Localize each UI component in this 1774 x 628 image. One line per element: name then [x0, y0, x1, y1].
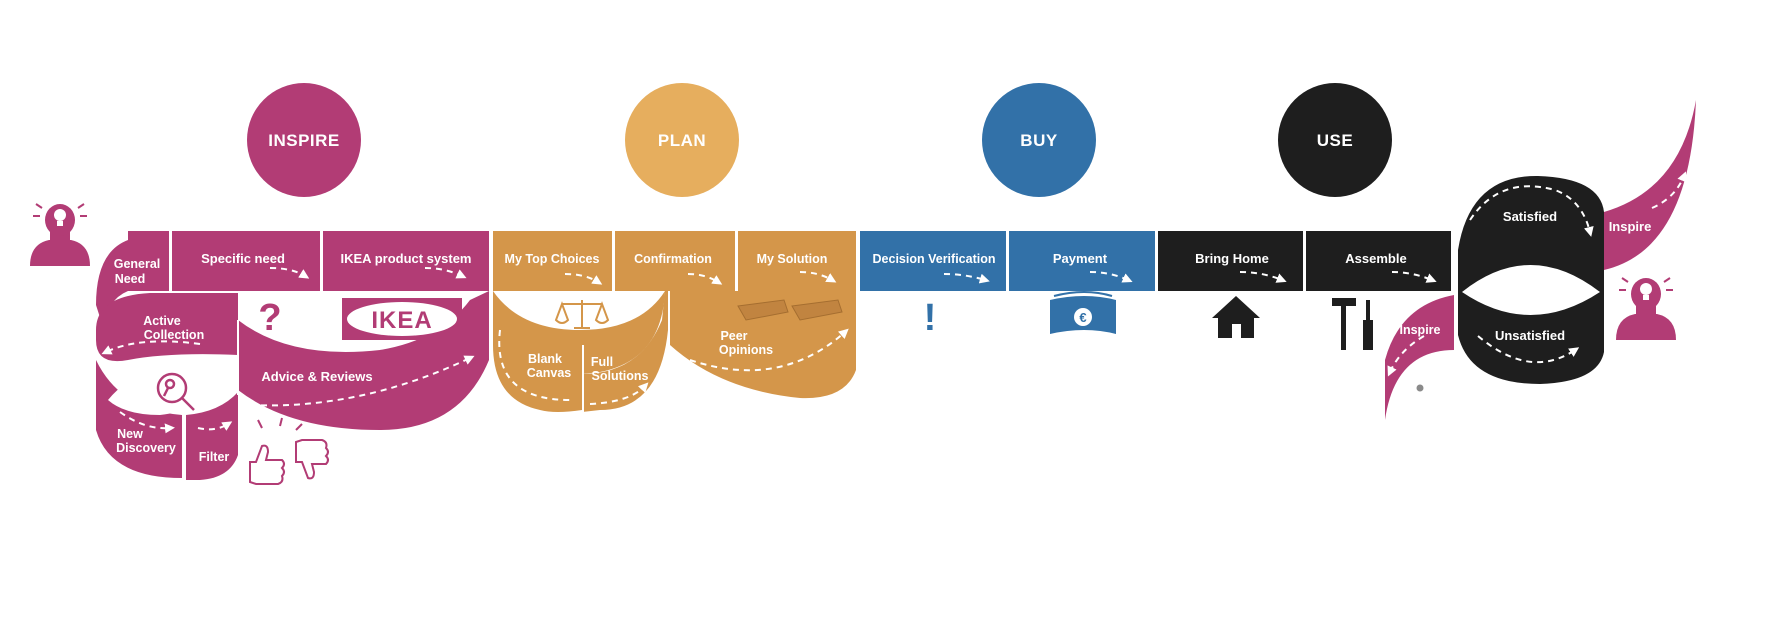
small-dot [1416, 384, 1424, 392]
inspire-loop-inner [108, 361, 220, 415]
phase-circle-buy: BUY [982, 83, 1096, 197]
inspire-bottom-label: Inspire [1400, 323, 1441, 337]
phase-label-inspire: INSPIRE [268, 131, 340, 150]
confirmation-label: Confirmation [634, 252, 712, 266]
house-icon [1212, 296, 1260, 338]
new-discovery-label-1: New [117, 427, 143, 441]
blank-canvas-label-2: Canvas [527, 366, 572, 380]
phase-label-plan: PLAN [658, 131, 706, 150]
payment-label: Payment [1053, 251, 1108, 266]
active-collection-label-2: Collection [144, 328, 204, 342]
use-band [1158, 100, 1696, 420]
assemble-label: Assemble [1345, 251, 1406, 266]
ikea-logo-text: IKEA [371, 307, 432, 334]
full-solutions-label-1: Full [591, 355, 613, 369]
use-loop-inner [1462, 265, 1600, 315]
product-system-label: IKEA product system [341, 251, 472, 266]
general-need-label-1: General [114, 257, 161, 271]
product-system-box [323, 231, 489, 291]
hammer-screwdriver-icon [1332, 298, 1373, 350]
my-solution-label: My Solution [757, 252, 828, 266]
peer-opinions-label-1: Peer [720, 329, 747, 343]
person-with-lightbulb-icon [30, 203, 90, 266]
phase-label-use: USE [1317, 131, 1353, 150]
plan-bowl-inner [493, 291, 665, 330]
inspire-top-label: Inspire [1609, 219, 1652, 234]
specific-need-label: Specific need [201, 251, 285, 266]
bring-home-label: Bring Home [1195, 251, 1269, 266]
general-need-label-2: Need [115, 272, 146, 286]
magnifier-key-icon [156, 372, 195, 411]
unsatisfied-label: Unsatisfied [1495, 328, 1565, 343]
phase-circle-use: USE [1278, 83, 1392, 197]
peer-opinions-label-2: Opinions [719, 343, 773, 357]
money-euro-icon: € [1050, 291, 1116, 334]
phase-label-buy: BUY [1020, 131, 1058, 150]
thumbs-up-down-icon [249, 417, 329, 485]
ikea-logo-icon: IKEA [342, 298, 462, 340]
trays-icon [737, 299, 843, 321]
phase-circle-plan: PLAN [625, 83, 739, 197]
new-discovery-label-2: Discovery [116, 441, 176, 455]
balance-scale-icon [554, 300, 610, 329]
decision-verification-label: Decision Verification [873, 252, 996, 266]
full-solutions-label-2: Solutions [592, 369, 649, 383]
euro-symbol: € [1079, 310, 1086, 325]
blank-canvas-label-1: Blank [528, 352, 562, 366]
person-with-lightbulb-icon [1616, 277, 1676, 340]
exclamation-icon: ! [924, 297, 937, 339]
active-collection-label-1: Active [143, 314, 181, 328]
advice-reviews-label: Advice & Reviews [261, 369, 372, 384]
filter-label: Filter [199, 450, 230, 464]
question-mark-icon: ? [258, 297, 281, 339]
specific-need-box [172, 231, 320, 291]
satisfied-label: Satisfied [1503, 209, 1557, 224]
phase-circle-inspire: INSPIRE [247, 83, 361, 197]
top-choices-label: My Top Choices [505, 252, 600, 266]
